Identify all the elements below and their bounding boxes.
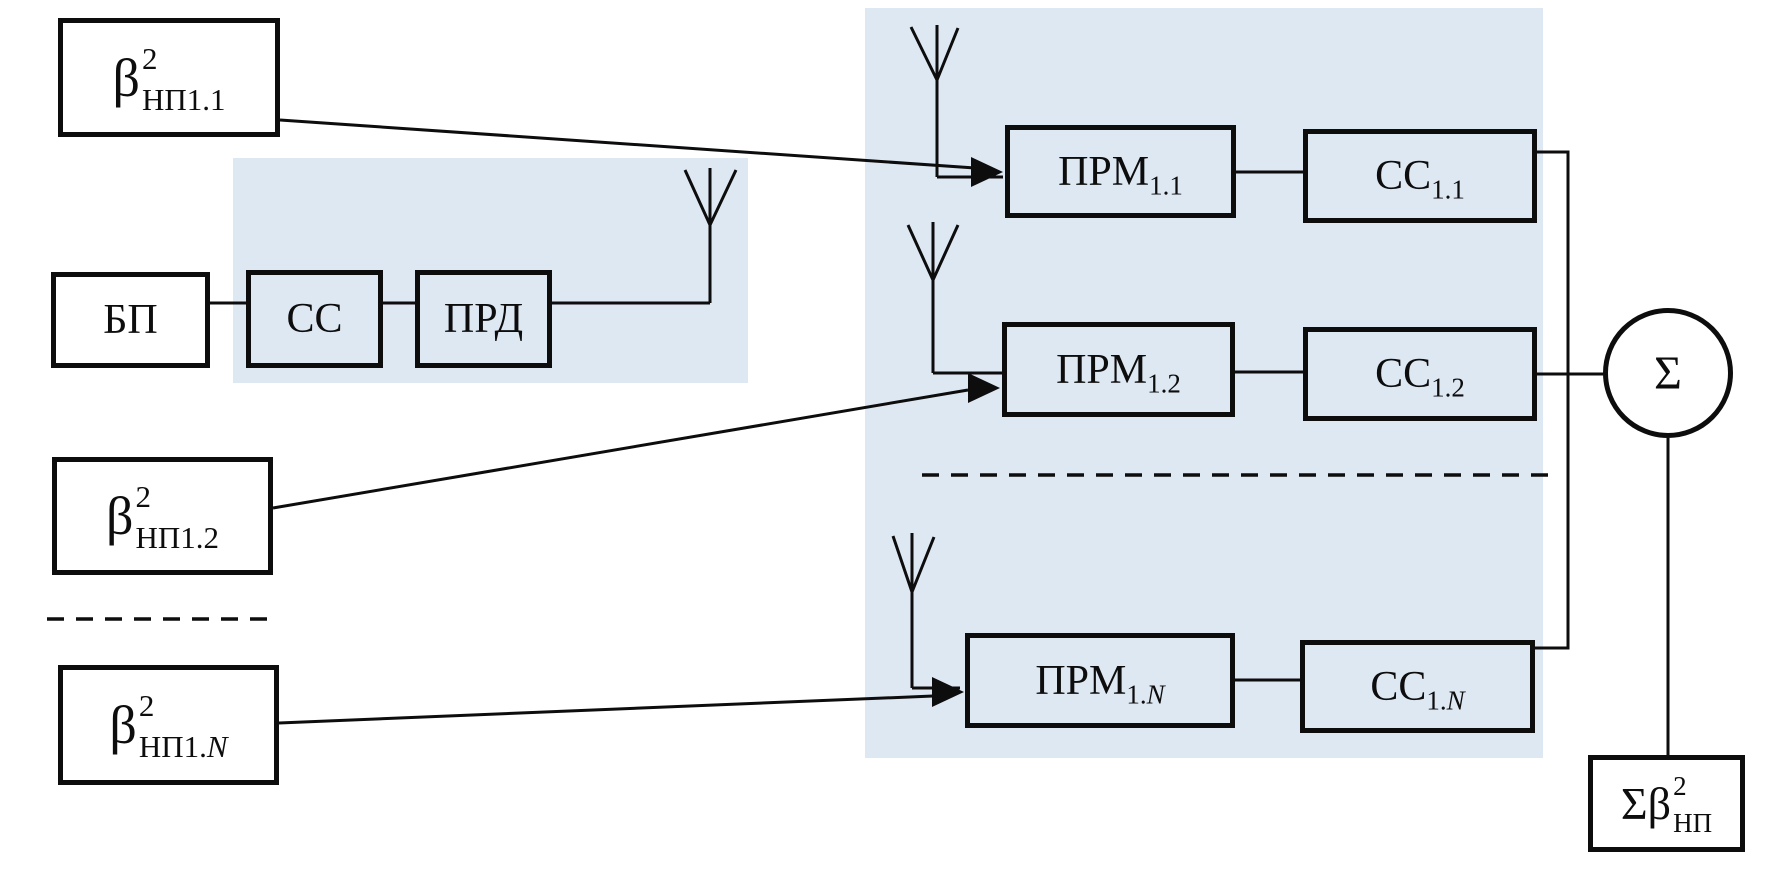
noise-box-1-N: β 2 НП1.N: [58, 665, 279, 785]
superscript: 2: [138, 688, 155, 723]
noise-box-1-1: β 2 НП1.1: [58, 18, 280, 137]
noise-label-1-1: β 2 НП1.1: [112, 43, 226, 115]
supsub-stack: 2 НП1.N: [139, 690, 228, 762]
transmitter-box: ПРД: [415, 270, 552, 368]
receiver-box-1-2: ПРМ1.2: [1002, 322, 1235, 417]
superscript: 2: [135, 479, 151, 514]
tx-matching-box: СС: [246, 270, 383, 368]
noise-label-1-2: β 2 НП1.2: [105, 481, 219, 553]
noise-box-1-2: β 2 НП1.2: [52, 457, 273, 575]
power-supply-box: БП: [51, 272, 210, 368]
summator-circle: Σ: [1603, 308, 1733, 438]
beta-symbol: β: [112, 47, 140, 108]
total-noise-label: Σβ 2 НП: [1620, 772, 1712, 836]
receiver-label-1-N: ПРМ1.N: [1035, 657, 1165, 709]
rx-antenna-icon-1: [909, 25, 1003, 179]
supsub-stack: 2 НП1.2: [135, 481, 219, 553]
superscript: 2: [1673, 770, 1687, 801]
arrowhead-prm2: [968, 373, 1000, 403]
transmitter-label: ПРД: [443, 296, 524, 342]
receiver-label-1-1: ПРМ1.1: [1058, 148, 1183, 200]
arrowhead-prm3: [932, 677, 964, 707]
rx-matching-label-1-2: СС1.2: [1375, 351, 1465, 403]
subscript: НП1.1: [141, 81, 226, 117]
receiver-box-1-1: ПРМ1.1: [1005, 125, 1236, 218]
rx-matching-box-1-1: СС1.1: [1303, 129, 1537, 223]
beta-symbol: β: [105, 486, 134, 546]
tx-antenna-icon: [552, 168, 738, 305]
supsub-stack: 2 НП1.1: [142, 43, 226, 115]
subscript: НП1.N: [138, 729, 228, 764]
rx-antenna-icon-2: [906, 222, 1002, 375]
subscript: НП: [1673, 807, 1713, 838]
noise-label-1-N: β 2 НП1.N: [109, 690, 228, 762]
beta-symbol: β: [109, 695, 137, 755]
rx-matching-box-1-2: СС1.2: [1303, 327, 1537, 421]
arrowhead-prm1: [971, 157, 1003, 187]
receiver-label-1-2: ПРМ1.2: [1056, 346, 1181, 398]
sigma-symbol: Σ: [1654, 346, 1682, 400]
total-noise-box: Σβ 2 НП: [1588, 755, 1745, 852]
supsub-stack: 2 НП: [1673, 772, 1712, 836]
wire-noise3-prm3: [278, 694, 934, 725]
wire-summing-bus: [1535, 150, 1570, 650]
wire-noise2-prm2: [272, 388, 969, 510]
rx-matching-label-1-N: СС1.N: [1370, 663, 1465, 715]
superscript: 2: [141, 40, 158, 76]
receiver-box-1-N: ПРМ1.N: [965, 633, 1235, 728]
power-supply-label: БП: [103, 297, 158, 343]
rx-matching-label-1-1: СС1.1: [1375, 153, 1465, 205]
wire-noise1-prm1: [279, 118, 976, 170]
rx-antenna-icon-3: [891, 533, 960, 690]
sigma-beta-symbol: Σβ: [1620, 777, 1672, 829]
tx-matching-label: СС: [286, 296, 343, 342]
rx-matching-box-1-N: СС1.N: [1300, 640, 1535, 733]
subscript: НП1.2: [135, 520, 219, 555]
